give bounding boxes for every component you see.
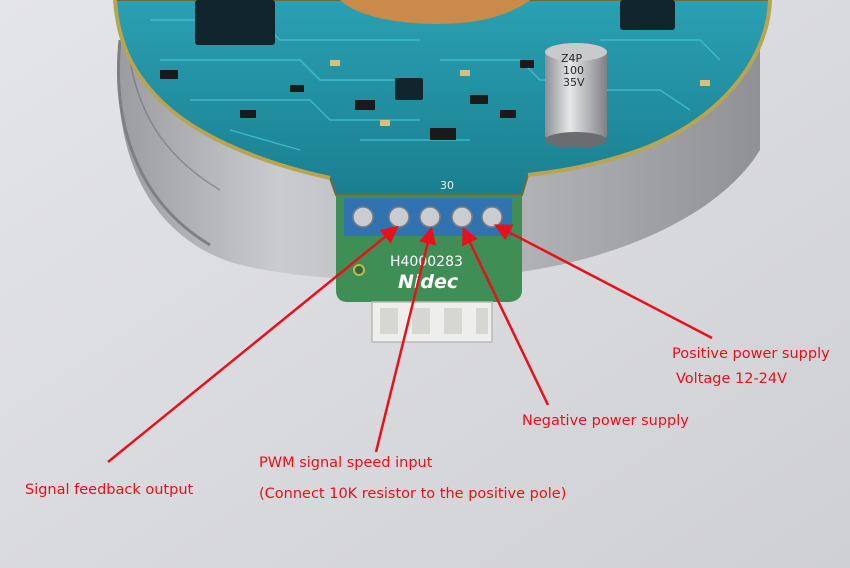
brand-logo: Nidec [398, 271, 459, 293]
pcb-board: 30 H4000283 Nidec [113, 0, 772, 302]
label-negative-power: Negative power supply [522, 413, 689, 429]
arrow-pwm-input [374, 226, 437, 453]
wire-connector [371, 301, 493, 343]
label-signal-feedback: Signal feedback output [25, 482, 194, 498]
arrow-positive-power [493, 224, 713, 340]
part-number: H4000283 [390, 254, 463, 270]
annotation-arrows [107, 224, 713, 463]
electrolytic-capacitor: Z4P 100 35V [545, 43, 607, 148]
arrow-signal-feedback [107, 225, 399, 463]
arrow-negative-power [462, 226, 550, 406]
capacitor-marking: 100 [563, 64, 584, 77]
label-voltage-range: Voltage 12-24V [676, 371, 788, 387]
ic-chip [195, 0, 275, 45]
pin-marker-label: 30 [440, 179, 454, 192]
label-positive-power: Positive power supply [672, 346, 830, 362]
ic-chip [395, 78, 423, 100]
label-pwm-input: PWM signal speed input [259, 455, 433, 471]
capacitor-marking: Z4P [561, 52, 583, 65]
capacitor-marking: 35V [563, 76, 585, 89]
label-pwm-note: (Connect 10K resistor to the positive po… [259, 486, 567, 502]
solder-pins [352, 206, 503, 228]
ic-chip [620, 0, 675, 30]
